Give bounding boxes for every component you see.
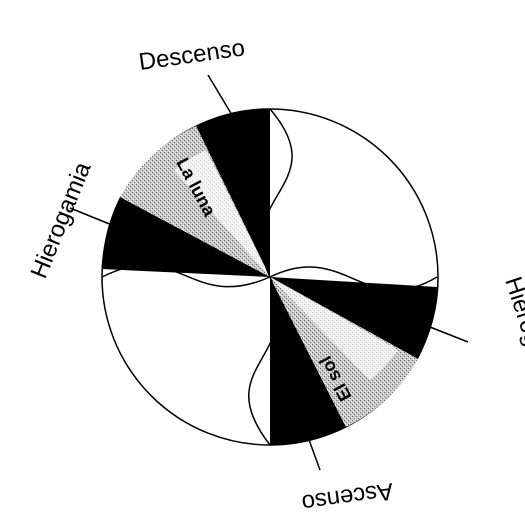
spoke-top [208, 75, 232, 115]
label-descenso: Descenso [137, 34, 246, 76]
label-hierogamia-left: Hierogamia [26, 158, 97, 283]
label-hierogamia-right: Hierogamia [499, 274, 525, 400]
spoke-bottom [308, 437, 320, 470]
label-ascenso: Ascenso [300, 477, 395, 517]
spoke-right [430, 327, 468, 342]
